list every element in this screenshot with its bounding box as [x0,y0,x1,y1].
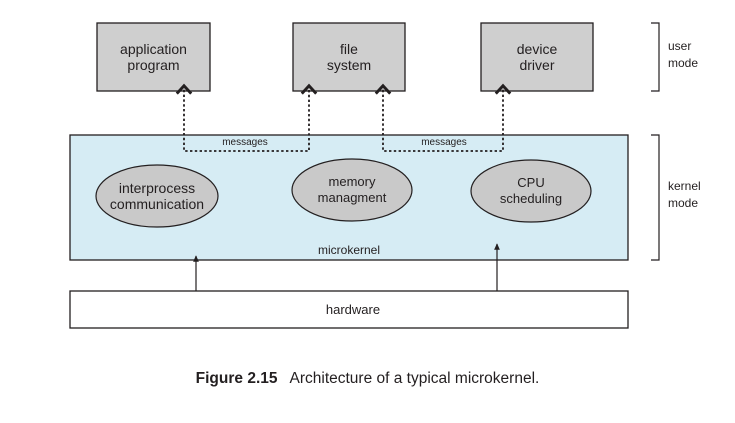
user-box-application-program: application program [96,22,211,92]
user-box-label-line2: program [127,57,179,73]
service-label-line2: scheduling [500,191,562,206]
user-box-label-line1: device [517,41,558,57]
hardware-box [69,290,629,329]
service-label-line2: managment [318,190,387,205]
service-label-line2: communication [110,196,204,212]
user-box-label-line1: application [120,41,187,57]
messages-label-right: messages [421,137,467,148]
user-box-label-line2: driver [519,57,554,73]
figure-caption: Figure 2.15 Architecture of a typical mic… [0,370,735,388]
user-mode-label-line2: mode [668,56,698,70]
user-mode-bracket [651,22,660,92]
microkernel-label: microkernel [318,243,380,257]
hardware-label: hardware [326,302,380,317]
service-memory-management: memory managment [291,158,413,222]
service-interprocess-communication: interprocess communication [95,164,219,228]
user-box-label-line2: system [327,57,371,73]
figure-caption-text: Architecture of a typical microkernel. [289,370,540,387]
service-label-line1: memory [329,174,376,189]
messages-label-left: messages [222,137,268,148]
user-box-device-driver: device driver [480,22,594,92]
message-path-right [374,83,512,152]
user-box-label-line1: file [340,41,358,57]
kernel-mode-bracket [651,134,660,261]
service-label-line1: CPU [517,175,544,190]
user-mode-label-line1: user [668,39,691,53]
service-label-line1: interprocess [119,180,195,196]
figure-number: Figure 2.15 [195,370,278,387]
user-box-file-system: file system [292,22,406,92]
kernel-mode-label-line2: mode [668,196,698,210]
kernel-mode-label-line1: kernel [668,179,701,193]
service-cpu-scheduling: CPU scheduling [470,159,592,223]
